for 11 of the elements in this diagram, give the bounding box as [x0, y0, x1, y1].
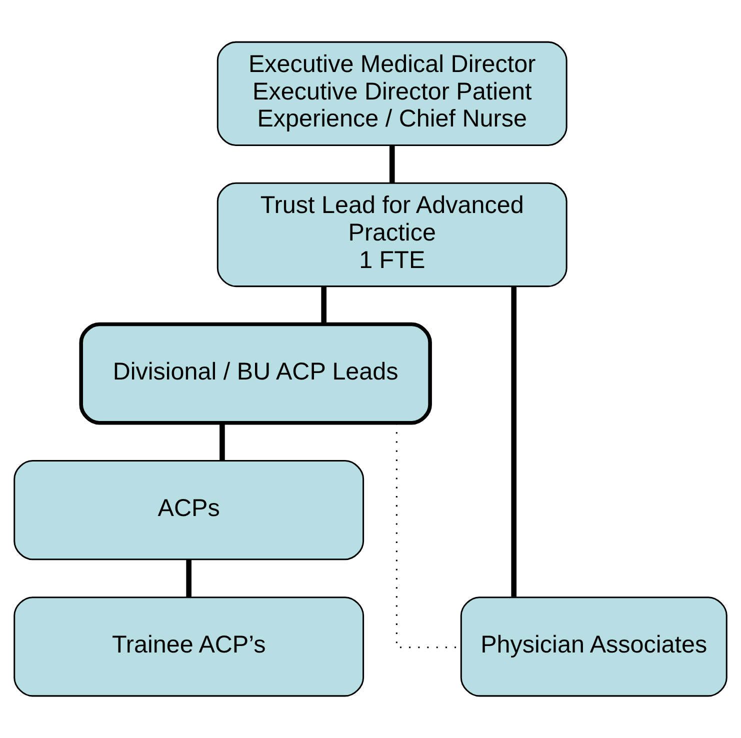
- node-box: ACPs: [14, 460, 364, 560]
- node-box: Trainee ACP’s: [14, 596, 364, 697]
- node-box: Trust Lead for Advanced Practice 1 FTE: [216, 182, 568, 288]
- connector: [321, 286, 326, 324]
- connector: [186, 560, 192, 598]
- connector: [389, 145, 395, 183]
- connector: [220, 423, 225, 461]
- node-box: Physician Associates: [460, 596, 728, 697]
- node-box: Executive Medical Director Executive Director Patient Experience / Chief Nurse: [216, 41, 568, 146]
- node-box: Divisional / BU ACP Leads: [79, 322, 432, 425]
- connector: [511, 286, 517, 597]
